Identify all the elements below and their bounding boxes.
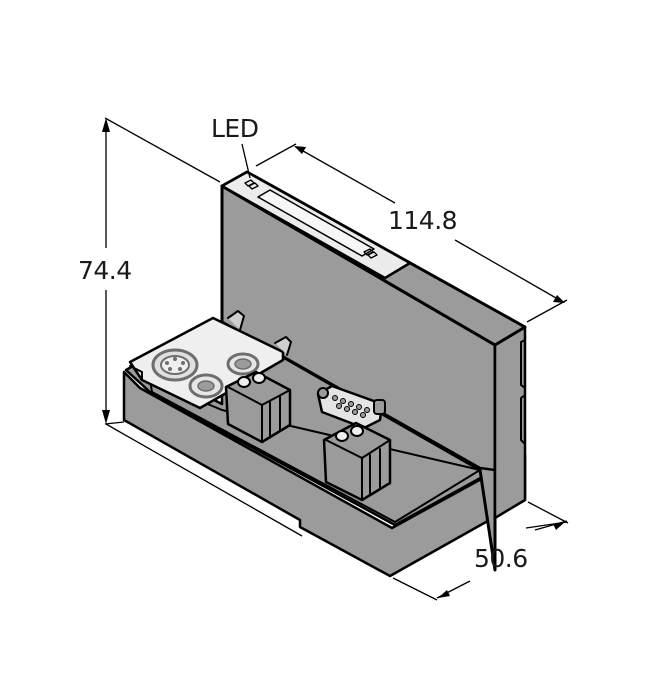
depth-dimension-label: 50.6 [474,544,528,573]
round-connector-small-2 [226,352,260,376]
dsub-connector [316,384,386,430]
base-front-face [122,370,527,578]
terminal-block-1 [224,370,292,444]
round-connector-large [151,348,199,382]
length-dimension-label: 114.8 [388,206,458,235]
label-window [257,189,375,257]
led-indicator-left [244,179,259,190]
led-callout-label: LED [211,114,259,143]
height-dimension-label: 74.4 [78,256,132,285]
round-connector-small-1 [188,373,224,399]
dimension-lines [102,117,569,601]
led-indicator-right [363,248,378,259]
terminal-block-2 [322,421,392,502]
